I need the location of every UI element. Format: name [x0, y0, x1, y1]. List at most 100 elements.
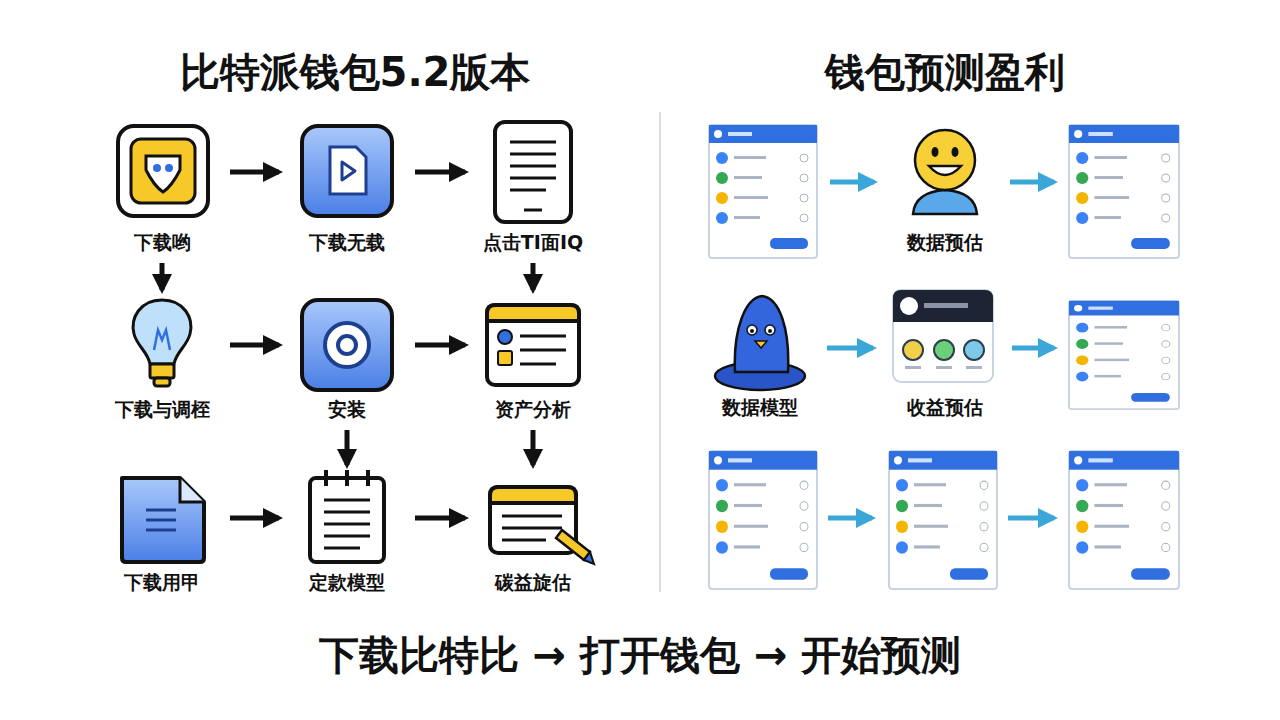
doc-fold: [180, 478, 204, 502]
icon-frame: [302, 126, 392, 216]
flow-arrow: [1012, 346, 1054, 351]
card-header: [893, 290, 993, 322]
notepad-icon: [310, 470, 384, 562]
text-line: [146, 519, 176, 522]
phone-screen: [889, 451, 997, 589]
text-line: [324, 547, 360, 550]
step-label: 定款模型: [309, 569, 385, 595]
mascot-pupil: [750, 329, 754, 333]
card-badge: [934, 340, 954, 360]
install-icon: [302, 300, 392, 390]
step-label: 碳益旋估: [495, 569, 571, 595]
step-node: 数据模型: [705, 290, 815, 420]
earnings-card: [893, 290, 993, 382]
step-node: 资产分析: [473, 298, 593, 422]
text-line: [520, 363, 556, 366]
smiley-figure: [913, 130, 977, 214]
title: 比特派钱包5.2版本: [180, 45, 531, 100]
icon-frame: [487, 305, 579, 385]
figure-face: [915, 130, 975, 190]
flow-arrow: [531, 263, 536, 290]
title-bar: [487, 305, 579, 321]
step-node: 定款模型: [287, 473, 407, 595]
step-label: 数据模型: [722, 394, 798, 420]
text-line: [510, 165, 556, 168]
text-line: [510, 177, 556, 180]
app-icon: [118, 126, 208, 216]
text-line: [520, 335, 566, 338]
bulb-base: [150, 364, 174, 378]
step-node: 下载哟: [102, 125, 222, 255]
step-label: 下载无载: [309, 229, 385, 255]
divider-line: [659, 112, 661, 592]
mascot-eye: [747, 325, 757, 335]
flow-arrow: [415, 516, 465, 521]
step-node: 收益预估: [885, 288, 1005, 420]
figure-eye: [932, 147, 939, 157]
flow-arrow: [830, 180, 874, 185]
icon-eye: [153, 164, 161, 172]
step-label: 安装: [328, 396, 366, 422]
icon-frame: [302, 300, 392, 390]
text-line: [520, 349, 566, 352]
step-label: 下载哟: [134, 229, 191, 255]
card-header-line: [924, 303, 968, 308]
heading-label: 钱包预测盈利: [825, 45, 1065, 100]
step-label: 下载用甲: [124, 569, 200, 595]
shield-shape: [146, 156, 180, 192]
step-node: 安装: [287, 298, 407, 422]
dot-mark: [498, 330, 512, 344]
phone-screen: [1069, 451, 1179, 589]
phone-screen: [1069, 125, 1179, 258]
step-label: 下载与调桎: [115, 396, 210, 422]
flow-arrow: [345, 430, 350, 465]
phone-screen: [709, 125, 817, 258]
flow-arrow: [160, 263, 165, 290]
square-mark: [498, 351, 512, 365]
text-line: [510, 141, 556, 144]
step-node: 下载无载: [287, 125, 407, 255]
icon-frame: [118, 126, 208, 216]
home-bar: [524, 209, 542, 212]
text-line: [502, 539, 546, 542]
window-icon: [487, 305, 579, 385]
mascot-beak: [755, 341, 767, 348]
step-node: 数据预估: [890, 120, 1000, 255]
mascot-figure: [715, 296, 805, 390]
phone-screen: [1069, 301, 1179, 409]
step-node: 下载与调桎: [102, 298, 222, 422]
text-line: [510, 153, 556, 156]
step-label: 资产分析: [495, 396, 571, 422]
caption: 下载比特比 → 打开钱包 → 开始预测: [319, 628, 962, 683]
ring: [366, 470, 370, 486]
text-line: [324, 499, 370, 502]
step-node: 点击TI面IQ: [473, 125, 593, 255]
text-line: [324, 523, 370, 526]
card-frame: [893, 290, 993, 382]
target-core: [338, 336, 356, 354]
pen-body: [556, 530, 590, 560]
pen-tip: [584, 552, 594, 564]
flow-arrow: [230, 516, 279, 521]
step-label: 数据预估: [907, 229, 983, 255]
flow-arrow: [415, 170, 465, 175]
target-ring: [325, 323, 369, 367]
flow-arrow: [1008, 516, 1054, 521]
phone-icon: [495, 122, 571, 222]
doc-shape: [330, 147, 366, 194]
flow-arrow: [828, 516, 872, 521]
text-line: [510, 189, 546, 192]
mascot-eye: [765, 325, 775, 335]
step-node: 下载用甲: [102, 473, 222, 595]
card-avatar: [900, 297, 918, 315]
phone-screen: [709, 451, 817, 589]
mascot-pupil: [768, 329, 772, 333]
bulb-filament: [154, 330, 170, 350]
ring: [324, 470, 328, 486]
step-node: 碳益旋估: [473, 473, 593, 595]
flow-arrow: [1010, 180, 1054, 185]
flow-arrow: [230, 170, 279, 175]
doc-shape: [122, 478, 204, 562]
